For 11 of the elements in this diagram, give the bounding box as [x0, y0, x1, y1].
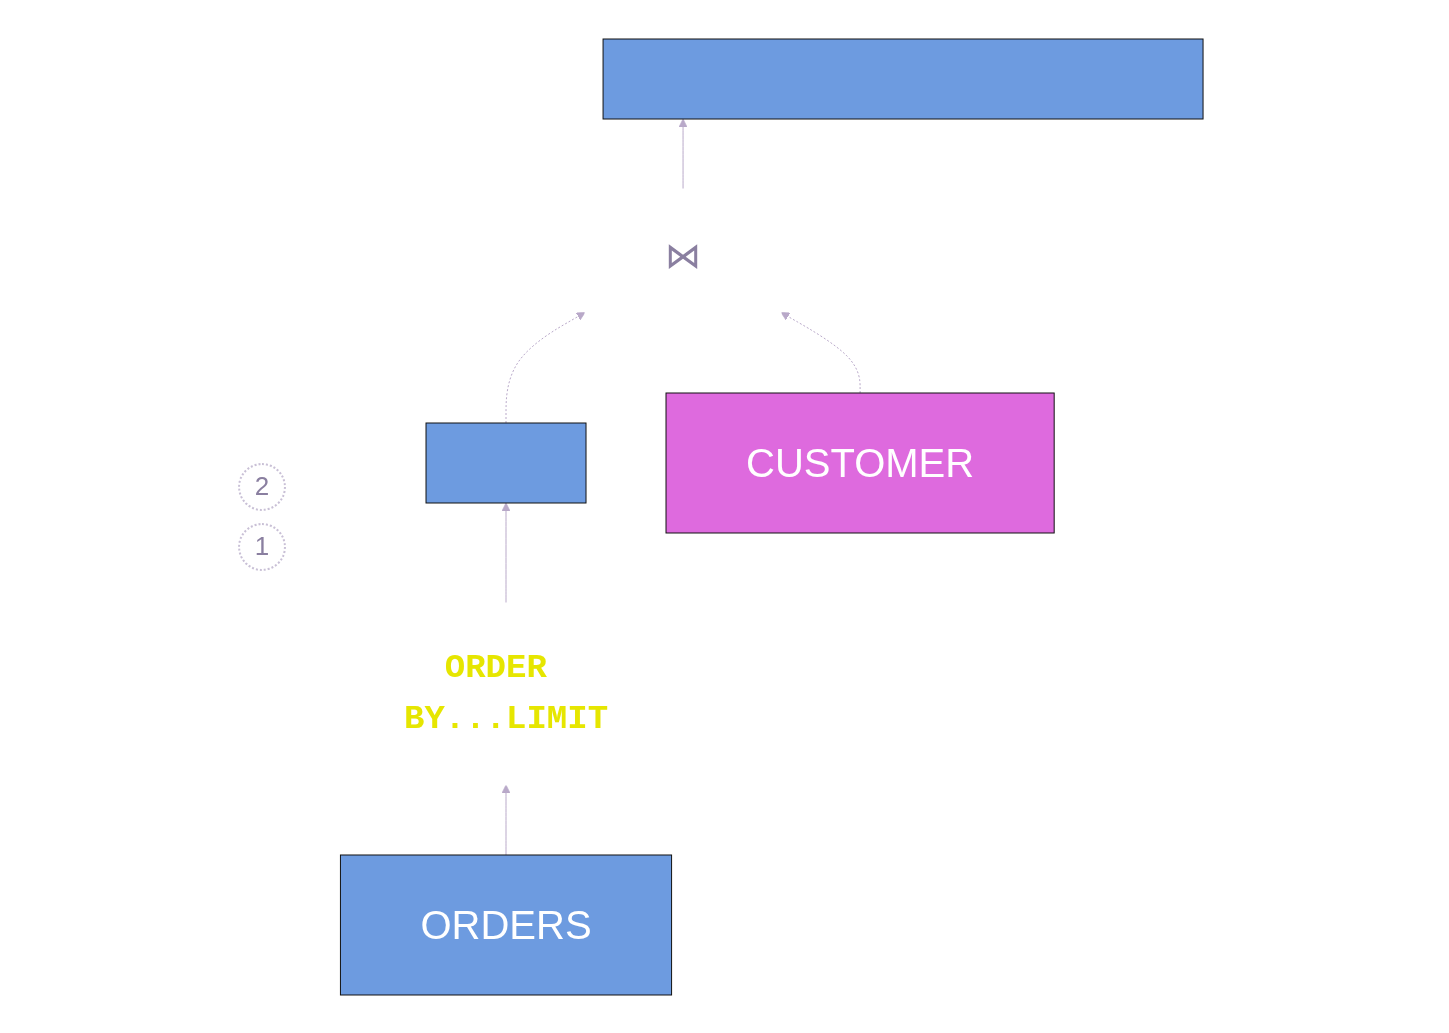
node-box — [602, 38, 1204, 119]
step-number: 1 — [237, 522, 286, 571]
step-number: 2 — [237, 462, 286, 511]
arrow — [501, 784, 511, 855]
arrow — [678, 118, 688, 189]
node-text: ⋈ — [665, 234, 702, 276]
arrow — [501, 502, 511, 603]
node-box: ORDERS — [339, 854, 673, 995]
node-box: CUSTOMER — [665, 392, 1055, 533]
node-text: ORDER BY...LIMIT — [403, 648, 609, 738]
node-box — [425, 422, 587, 503]
